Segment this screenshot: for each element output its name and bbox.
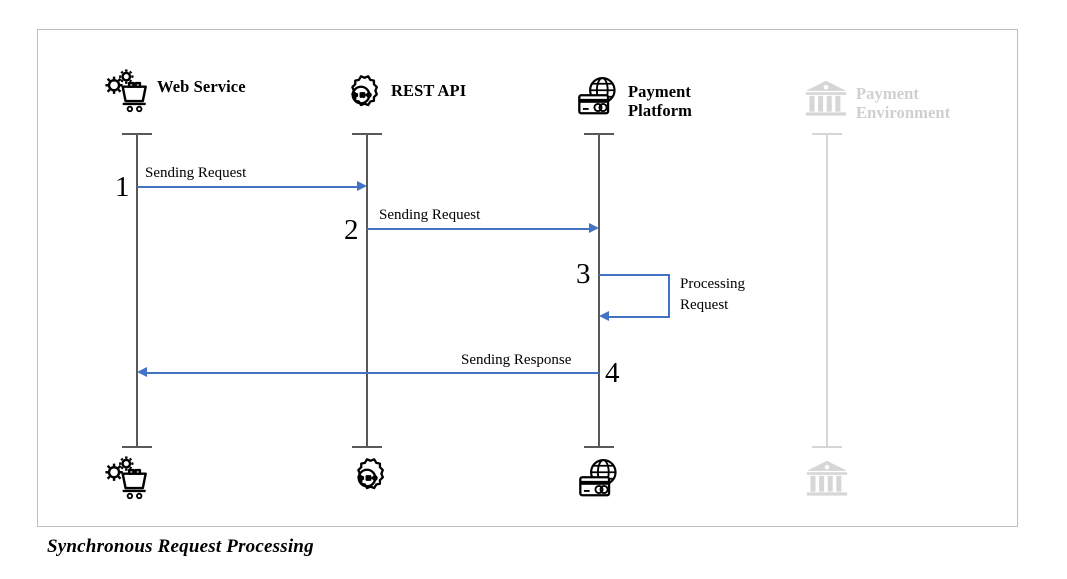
lifeline-payment-platform [598,133,600,448]
actor-label: Web Service [157,77,246,96]
lifeline-payment-environment [826,133,828,448]
message-arrowhead-4 [137,367,147,377]
message-label-3: Processing Request [680,276,745,314]
actor-web-service: Web Service [104,68,246,114]
globe-credit-card-icon [578,76,616,115]
step-number-2: 2 [344,214,359,246]
actor-label: Payment Environment [856,84,951,123]
gear-api-plug-icon-footer [357,458,384,490]
step-number-4: 4 [605,357,620,389]
actor-label: REST API [391,81,467,100]
globe-credit-card-icon-footer [579,458,617,497]
actor-rest-api: REST API [338,72,466,118]
lifeline-foot-cap-payment-platform [584,446,614,448]
message-self-right-3 [668,274,670,318]
gear-api-plug-icon [351,75,378,107]
lifeline-web-service [136,133,138,448]
diagram-caption: Synchronous Request Processing [47,536,314,557]
step-number-3: 3 [576,258,591,290]
message-arrowhead-2 [589,223,599,233]
bank-building-icon-footer [806,460,848,496]
step-number-1: 1 [115,171,130,203]
message-label-1: Sending Request [145,165,247,181]
message-self-top-3 [599,274,670,276]
message-line-1 [137,186,359,188]
message-line-4 [147,372,599,374]
actor-payment-environment: Payment Environment [803,75,950,123]
message-label-2: Sending Request [379,207,481,223]
message-arrowhead-1 [357,181,367,191]
lifeline-rest-api [366,133,368,448]
diagram-frame [37,29,1018,527]
bank-building-icon [805,80,847,116]
message-arrowhead-3 [599,311,609,321]
message-label-4: Sending Response [461,352,572,368]
message-line-2 [367,228,591,230]
lifeline-foot-cap-web-service [122,446,152,448]
lifeline-foot-cap-payment-environment [812,446,842,448]
gears-shopping-cart-icon-footer [105,456,147,500]
actor-label: Payment Platform [628,82,693,121]
message-self-bottom-3 [609,316,670,318]
actor-payment-platform: Payment Platform [575,73,692,121]
gears-shopping-cart-icon [105,69,147,113]
lifeline-foot-cap-rest-api [352,446,382,448]
